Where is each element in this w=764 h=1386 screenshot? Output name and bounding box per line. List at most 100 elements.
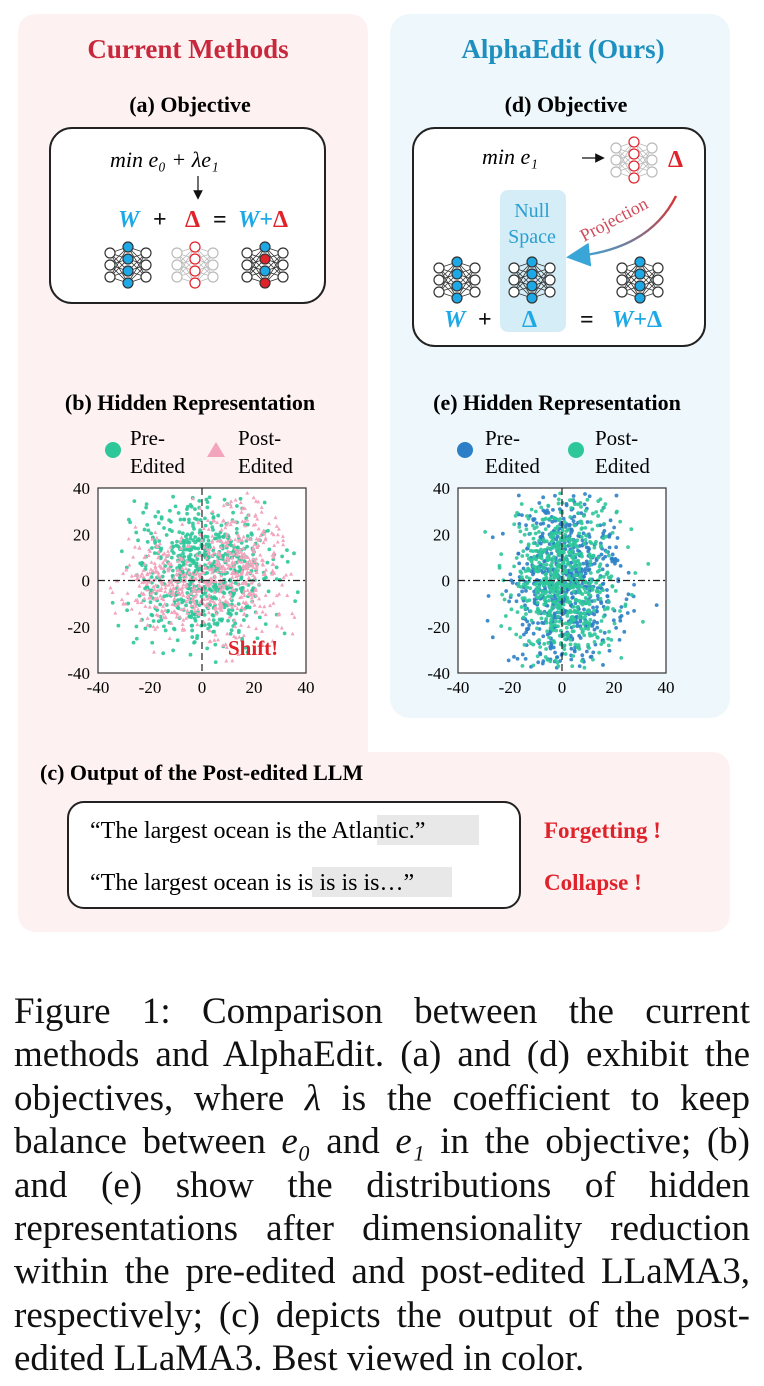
plot-b-point <box>232 564 237 568</box>
plot-b-point <box>193 594 198 598</box>
plot-b-point <box>179 607 184 612</box>
plot-b-point <box>275 623 280 628</box>
plot-b-point <box>250 599 255 604</box>
plot-b-point <box>176 511 181 515</box>
status-forgetting: Forgetting ! <box>544 818 661 843</box>
plot-e-point <box>583 590 588 595</box>
plot-b-point <box>293 599 298 604</box>
plot-e-point <box>532 597 537 602</box>
plot-e-point <box>588 559 593 564</box>
plot-b-point <box>241 633 246 638</box>
plot-e-point <box>607 545 612 550</box>
plot-b-point <box>215 569 220 574</box>
plot-b-point <box>166 561 171 566</box>
plot-b-point <box>185 591 190 595</box>
plot-e-point <box>535 595 539 600</box>
plot-e-point <box>568 642 573 647</box>
plot-b-point <box>173 504 178 509</box>
plot-e-point <box>582 574 586 579</box>
plot-e-point <box>538 609 543 614</box>
plot-b-point <box>166 568 171 573</box>
plot-b-point <box>143 586 148 591</box>
plot-e-point <box>565 599 569 604</box>
plot-b-point <box>155 588 160 593</box>
plot-b-point <box>222 497 227 502</box>
plot-e-point <box>591 605 595 610</box>
plot-e-point <box>598 497 603 502</box>
plot-e-point <box>542 611 547 616</box>
plot-b-point <box>213 632 218 637</box>
plot-e-point <box>603 502 608 507</box>
plot-b-point <box>149 588 154 593</box>
plot-e-point <box>580 658 584 663</box>
plot-b-point <box>234 611 239 616</box>
plot-e-point <box>595 589 600 594</box>
plot-b-point <box>258 533 263 538</box>
plot-b-point <box>236 573 241 578</box>
plot-b-point <box>178 517 183 522</box>
plot-b-point <box>239 540 244 545</box>
plot-b-point <box>245 588 250 592</box>
plot-e-point <box>531 642 536 647</box>
plot-b-point <box>292 551 296 556</box>
plot-e-point <box>611 618 616 623</box>
plot-e-point <box>587 494 592 499</box>
plot-b-point <box>171 648 176 653</box>
eq-a-delta: Δ <box>185 207 200 233</box>
plot-b-point <box>244 571 249 576</box>
plot-e-point <box>531 663 536 668</box>
plot-e-point <box>570 595 575 600</box>
plot-e-point <box>595 609 599 614</box>
plot-b-point <box>158 541 163 546</box>
plot-e-point <box>564 625 569 630</box>
plot-b-point <box>261 540 266 545</box>
plot-b-point <box>274 565 279 570</box>
plot-e-point <box>580 554 584 559</box>
plot-e-point <box>529 507 534 512</box>
plot-e-point <box>602 630 607 635</box>
caption-lambda: λ <box>304 1077 321 1119</box>
plot-e-point <box>557 507 562 512</box>
plot-e-point <box>583 508 588 513</box>
plot-e-point <box>588 617 593 622</box>
plot-e-point <box>579 535 584 539</box>
plot-b-point <box>113 610 118 615</box>
plot-e-point <box>541 521 546 526</box>
plot-b-point <box>175 583 180 587</box>
plot-b-point <box>228 551 233 556</box>
plot-b-point <box>147 604 152 609</box>
plot-e-point <box>570 664 575 669</box>
plot-b-point <box>179 587 184 591</box>
plot-e-point <box>582 611 587 616</box>
plot-b-point <box>201 609 206 613</box>
plot-b-point <box>238 496 243 501</box>
plot-e-point <box>537 584 541 589</box>
plot-b-point <box>233 537 238 542</box>
plot-b-point <box>242 551 247 556</box>
highlight-atlantic <box>377 815 479 845</box>
plot-b-point <box>132 544 137 549</box>
plot-b-point <box>240 581 245 586</box>
plot-e-point <box>483 530 488 534</box>
plot-e-point <box>601 663 605 667</box>
plot-e-point <box>529 559 534 564</box>
legend-b-pre-marker <box>105 442 121 458</box>
objective-a-label: (a) Objective <box>129 92 251 117</box>
plot-e-point <box>587 534 592 539</box>
plot-e-point <box>534 557 539 562</box>
plot-b-point <box>191 561 196 566</box>
plot-e-point <box>540 589 544 593</box>
plot-b-point <box>143 626 148 631</box>
plot-b-point <box>230 608 235 613</box>
plot-b-point <box>207 628 212 633</box>
plot-b-point <box>212 621 217 626</box>
plot-b-point <box>168 586 173 591</box>
plot-b-point <box>254 593 259 598</box>
plot-e-point <box>576 580 581 585</box>
plot-b-point <box>152 649 157 654</box>
plot-e-point <box>551 639 556 643</box>
plot-b-point <box>128 520 132 525</box>
plot-e-point <box>598 583 603 588</box>
plot-b-point <box>143 567 148 571</box>
plot-b-x-tick: -40 <box>87 678 110 697</box>
